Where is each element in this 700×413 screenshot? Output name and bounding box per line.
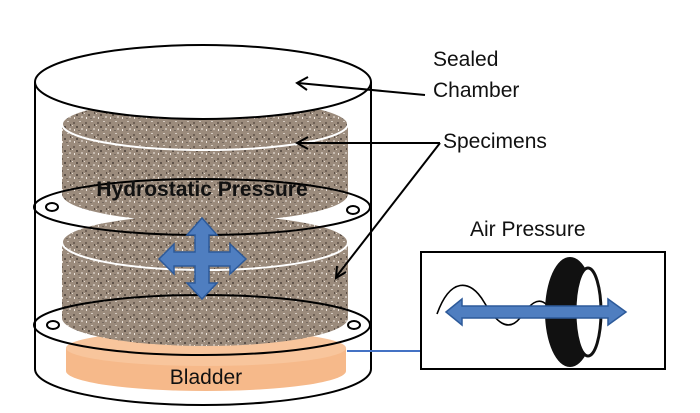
specimens-label: Specimens bbox=[443, 130, 547, 153]
sine-wave bbox=[436, 284, 548, 326]
sealed-chamber-pointer bbox=[297, 82, 426, 96]
pointer-arrows bbox=[294, 76, 441, 280]
double-arrow-icon bbox=[444, 297, 628, 327]
four-way-arrow-icon bbox=[157, 216, 248, 301]
air-pressure-label: Air Pressure bbox=[470, 218, 586, 241]
sealed-chamber-label-line1: Sealed bbox=[433, 48, 498, 71]
specimens-pointer-bottom bbox=[335, 142, 441, 278]
sealed-chamber-label-line2: Chamber bbox=[433, 79, 519, 102]
bladder-label: Bladder bbox=[170, 366, 242, 389]
bolt-hole bbox=[346, 205, 360, 215]
bolt-hole bbox=[45, 202, 59, 212]
bolt-hole bbox=[347, 320, 361, 330]
bolt-hole bbox=[46, 320, 60, 330]
chamber-lid bbox=[34, 44, 372, 120]
sealed-chamber bbox=[34, 44, 372, 406]
hydrostatic-pressure-label: Hydrostatic Pressure bbox=[96, 178, 307, 201]
air-pressure-box bbox=[420, 251, 666, 370]
